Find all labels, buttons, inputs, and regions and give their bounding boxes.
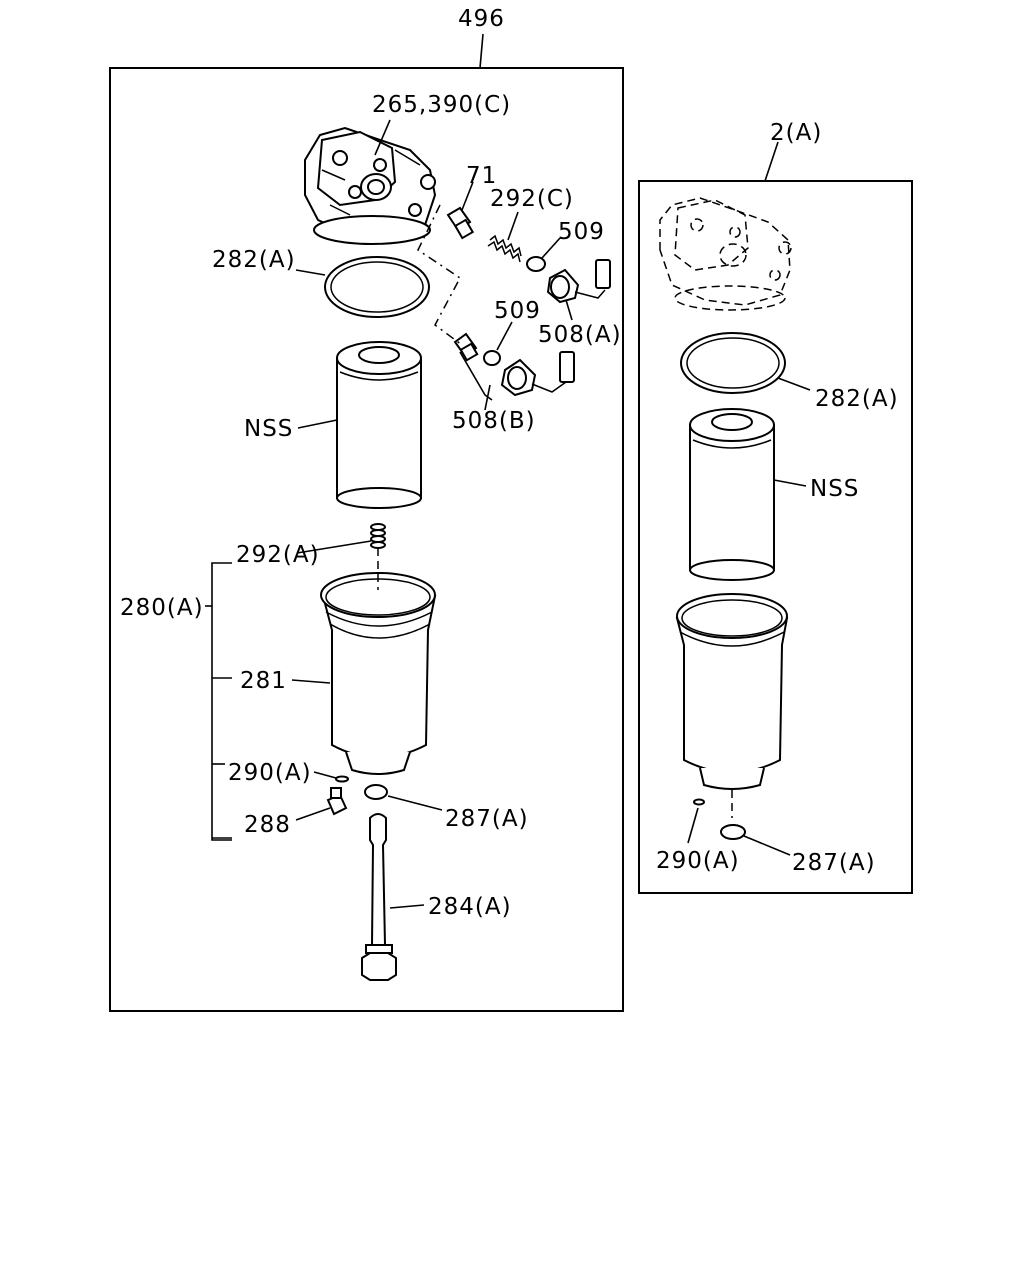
adapter-lower [453, 332, 479, 362]
alt-label-bottom-seal: 287(A) [792, 850, 876, 876]
label-housing: 265,390(C) [372, 92, 511, 118]
sensor-upper [546, 259, 611, 304]
label-spring-a: 292(A) [236, 542, 320, 568]
alt-label-drain-oring: 290(A) [656, 848, 740, 874]
gasket-ring [324, 256, 430, 318]
alt-bottom-seal [720, 824, 746, 840]
label-adapter: 71 [466, 163, 497, 189]
label-bottom-seal: 287(A) [445, 806, 529, 832]
alt-assembly-number: 2(A) [770, 120, 822, 146]
bottom-seal [364, 784, 388, 800]
label-center-bolt: 284(A) [428, 894, 512, 920]
label-drain-oring: 290(A) [228, 760, 312, 786]
alt-filter-head [659, 197, 792, 311]
alt-assembly-frame [638, 180, 913, 894]
label-case-assembly: 280(A) [120, 595, 204, 621]
drain-oring [335, 775, 349, 783]
drain-plug [326, 787, 348, 816]
alt-gasket-ring [680, 332, 786, 394]
label-drain-plug: 288 [244, 812, 291, 838]
label-oring-lower: 509 [494, 298, 541, 324]
label-spring-c: 292(C) [490, 186, 574, 212]
adapter-fitting [446, 206, 475, 240]
center-bolt [361, 813, 397, 981]
label-element: NSS [244, 416, 293, 442]
filter-element [336, 341, 422, 509]
spring-upper [487, 234, 522, 263]
oring-lower [483, 350, 501, 366]
oring-upper [526, 256, 546, 272]
main-assembly: 496 265,390(C) 71 29 [109, 6, 624, 1012]
label-sensor-a: 508(A) [538, 322, 622, 348]
alt-label-element: NSS [810, 476, 859, 502]
spring-lower [370, 523, 386, 549]
label-oring-upper: 509 [558, 219, 605, 245]
sensor-lower [500, 351, 575, 397]
filter-head [304, 126, 437, 245]
label-case: 281 [240, 668, 287, 694]
alt-label-gasket: 282(A) [815, 386, 899, 412]
alt-drain-oring [693, 798, 705, 806]
label-sensor-b: 508(B) [452, 408, 536, 434]
main-assembly-number: 496 [458, 6, 505, 32]
main-assembly-frame [109, 67, 624, 1012]
alt-filter-case [675, 593, 789, 818]
label-gasket: 282(A) [212, 247, 296, 273]
filter-case [320, 548, 437, 775]
alt-assembly: 2(A) 282(A) NSS [638, 120, 913, 894]
alt-filter-element [689, 408, 775, 581]
